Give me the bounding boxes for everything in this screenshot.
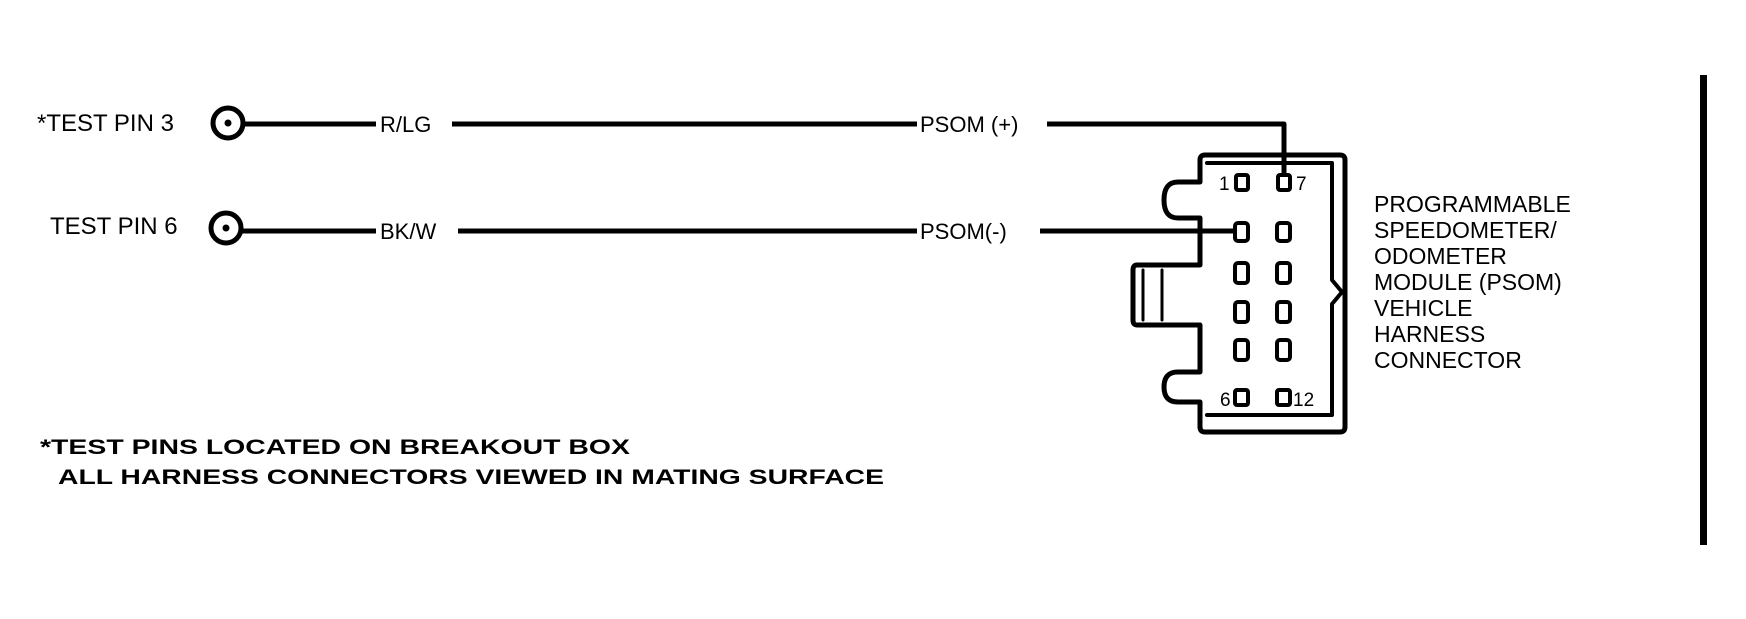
pin-11 [1275, 338, 1292, 362]
pin-8 [1275, 221, 1292, 243]
pin-number-12: 12 [1293, 390, 1314, 411]
pin-6 [1233, 388, 1250, 407]
pin-9 [1275, 261, 1292, 285]
title-line: PROGRAMMABLE [1374, 191, 1571, 217]
test-pin-6-terminal-dot [222, 224, 230, 232]
test-pin-3-terminal-dot [224, 119, 232, 127]
pin-1 [1234, 173, 1250, 192]
page-border-bar [1700, 75, 1707, 545]
title-line: HARNESS [1374, 321, 1485, 347]
connector-title: PROGRAMMABLE SPEEDOMETER/ ODOMETER MODUL… [1374, 191, 1571, 373]
pin-3 [1233, 261, 1250, 285]
pin-2 [1233, 221, 1250, 243]
title-line: ODOMETER [1374, 243, 1507, 269]
wire-segment-to-pin-7 [1047, 121, 1287, 178]
pin-5 [1233, 338, 1250, 362]
title-line: VEHICLE [1374, 295, 1472, 321]
pin-number-6: 6 [1220, 390, 1231, 411]
connector-pins [1233, 173, 1292, 407]
pin-10 [1275, 300, 1292, 324]
test-pin-6-label: TEST PIN 6 [50, 213, 178, 240]
pin-12 [1275, 388, 1292, 407]
title-line: SPEEDOMETER/ [1374, 217, 1557, 243]
test-pin-3-label: *TEST PIN 3 [37, 110, 174, 137]
psom-harness-connector [1130, 152, 1348, 435]
test-pin-6-circuit: TEST PIN 6 BK/W PSOM(-) [50, 210, 1233, 246]
connector-inner-wall [1205, 161, 1344, 417]
test-pin-3-circuit: *TEST PIN 3 R/LG PSOM (+) [37, 105, 1287, 178]
pin-number-1: 1 [1219, 174, 1230, 195]
pin-4 [1233, 300, 1250, 324]
note-connector-view: ALL HARNESS CONNECTORS VIEWED IN MATING … [58, 466, 884, 489]
signal-psom-plus: PSOM (+) [920, 112, 1018, 137]
signal-psom-minus: PSOM(-) [920, 219, 1007, 244]
connector-outer-shell [1130, 152, 1348, 435]
note-test-pins-location: *TEST PINS LOCATED ON BREAKOUT BOX [40, 436, 630, 459]
title-line: MODULE (PSOM) [1374, 269, 1562, 295]
pin-7 [1276, 173, 1292, 192]
wire-color-r-lg: R/LG [380, 112, 431, 137]
wire-color-bk-w: BK/W [380, 219, 436, 244]
pin-number-7: 7 [1296, 174, 1307, 195]
title-line: CONNECTOR [1374, 347, 1522, 373]
